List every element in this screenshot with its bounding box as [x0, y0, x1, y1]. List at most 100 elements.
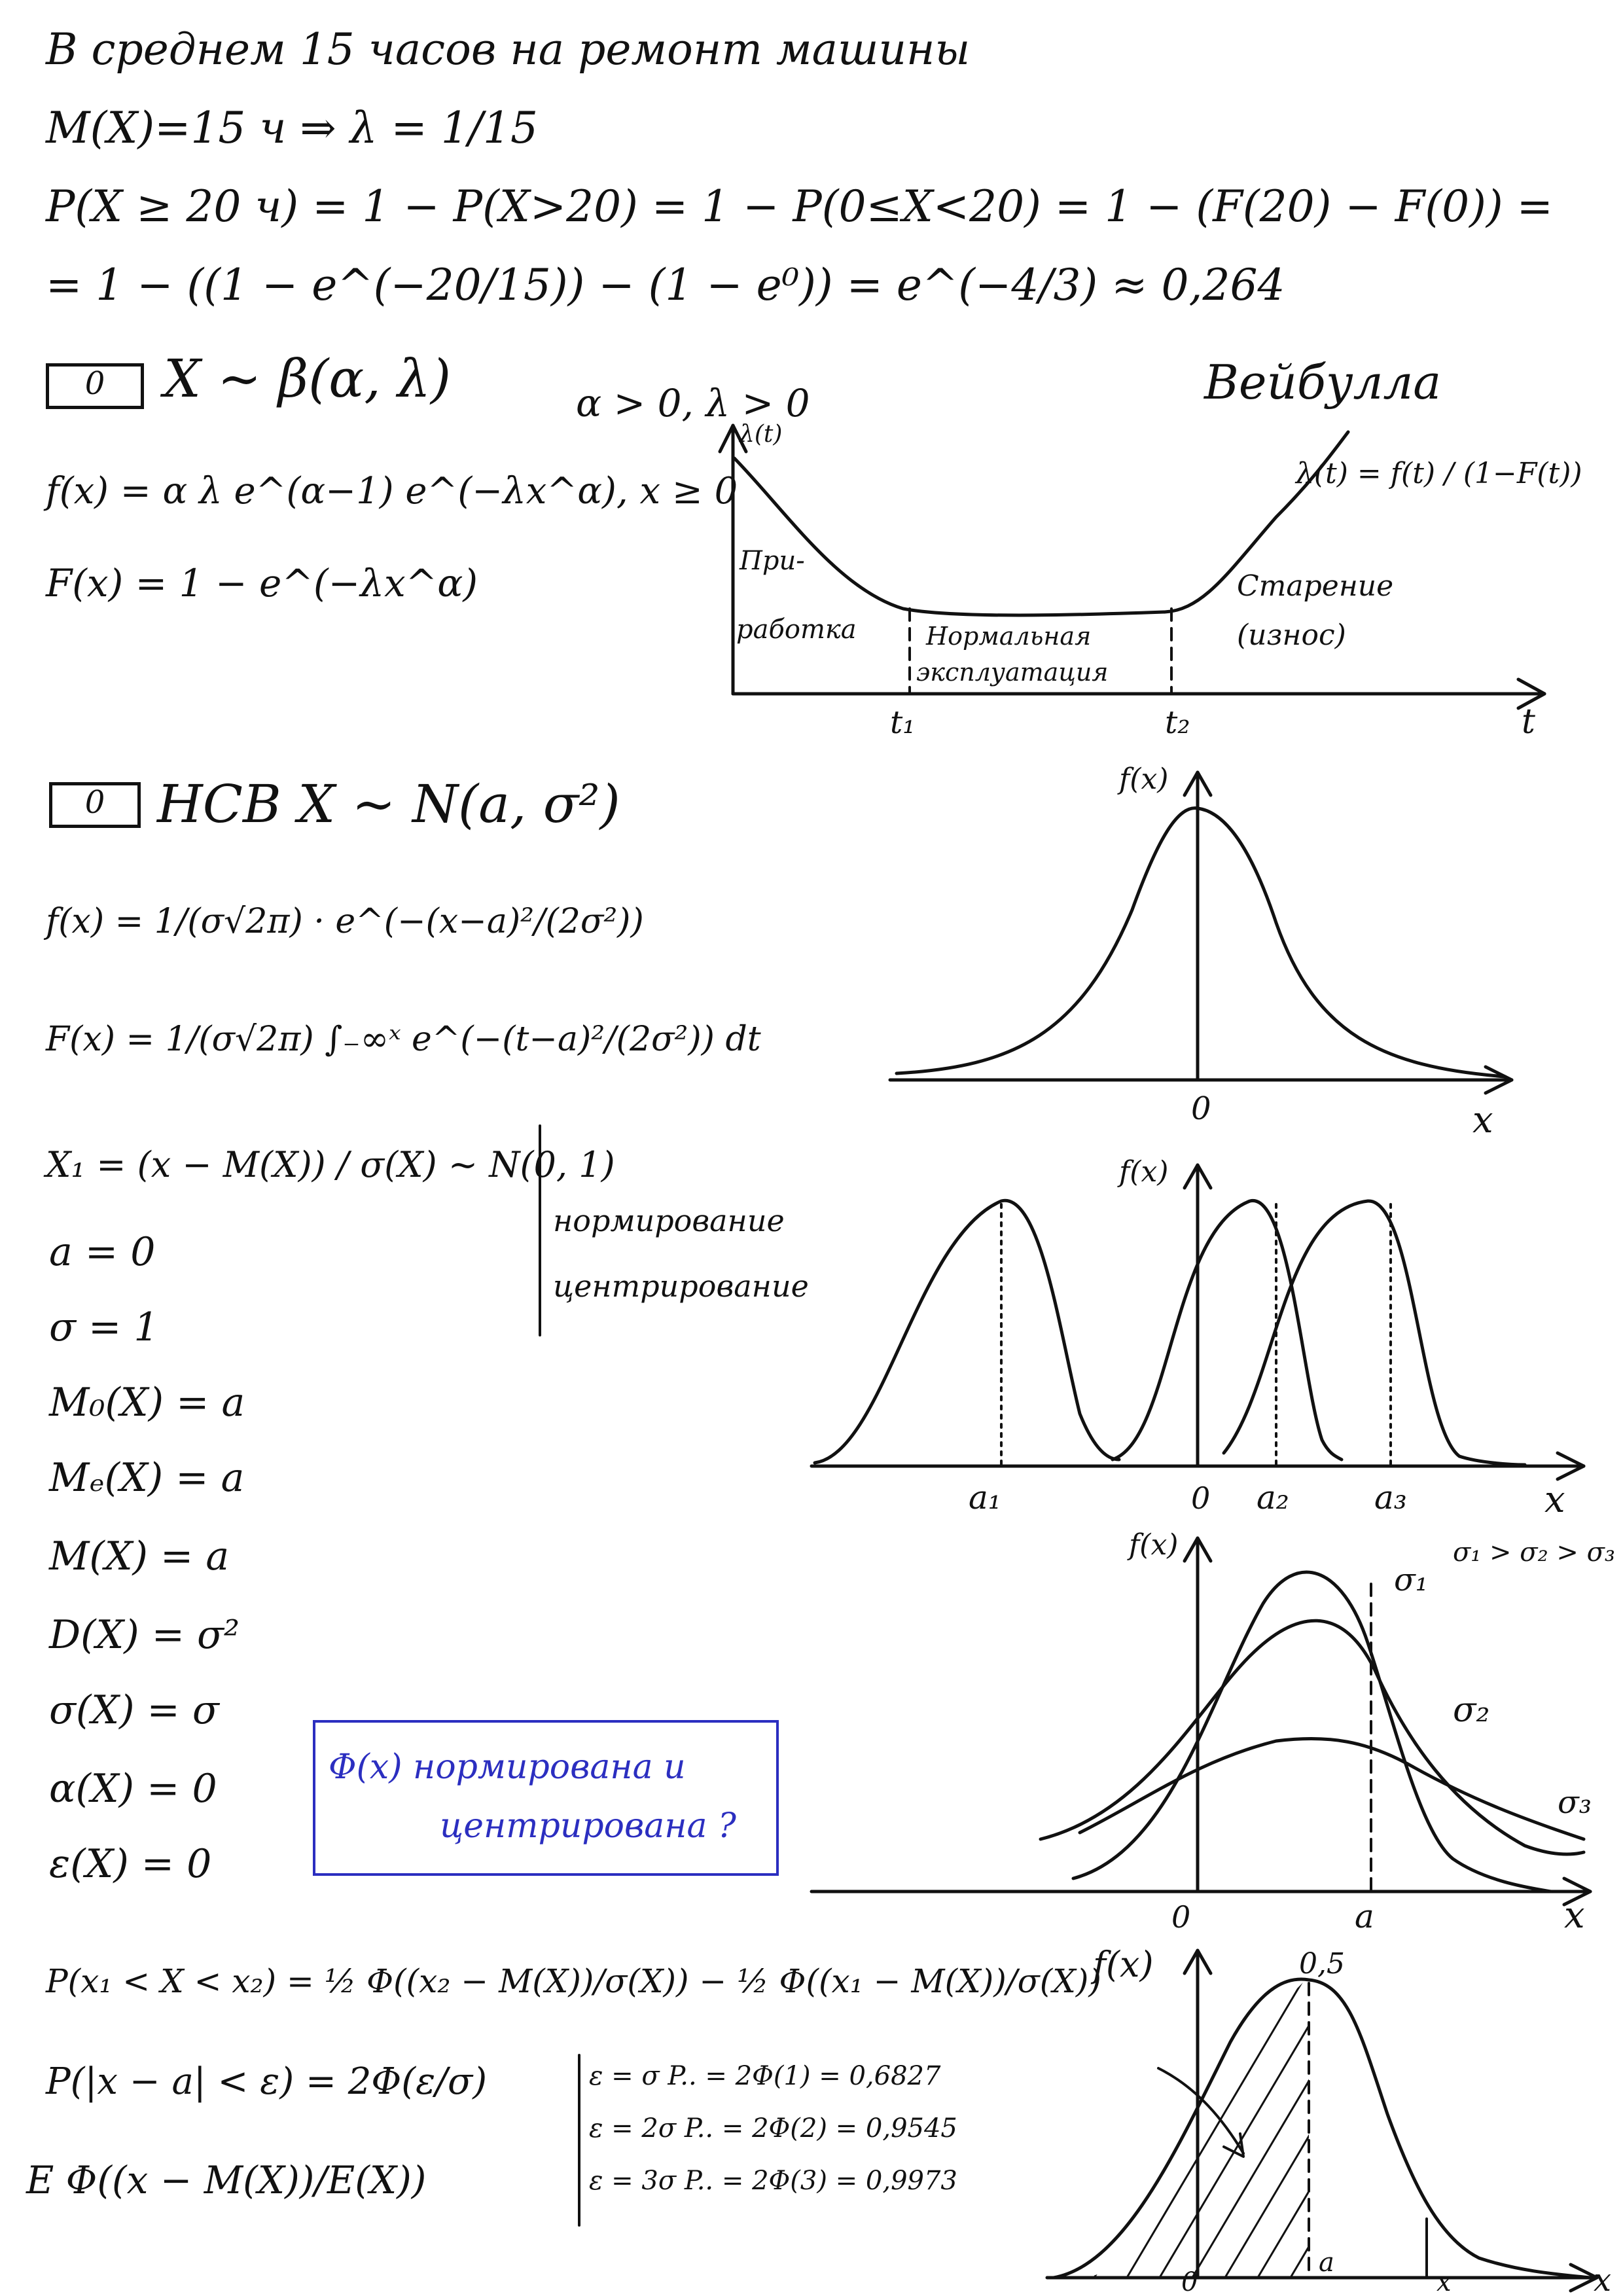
g3-a-label: a: [1355, 1897, 1374, 1935]
g4-y-arrow: [1183, 1948, 1213, 1975]
g2-bell-a2: [1111, 1199, 1344, 1462]
graph-sigmas: f(x) σ₁ > σ₂ > σ₃ σ₁ σ₂ σ₃ 0 a x: [810, 1528, 1615, 1937]
question-note-l1: Φ(x) нормирована и: [329, 1748, 686, 1787]
g3-y-arrow: [1183, 1536, 1213, 1563]
g3-curve-sigma2: [1039, 1619, 1586, 1856]
weibull-params: α > 0, λ > 0: [576, 381, 810, 425]
prob-standard: E Φ((x − M(X))/E(X)): [26, 2158, 427, 2202]
bathtub-graph: λ(t) t t₁ t₂ При- работка Нормальная экс…: [718, 421, 1546, 742]
g1-origin: 0: [1191, 1090, 1211, 1127]
g4-pointer-arrow: [1157, 2067, 1245, 2155]
rule-three-sigma: ε = 3σ P.. = 2Φ(3) = 0,9973: [589, 2166, 957, 2196]
weibull-name: Вейбулла: [1204, 355, 1442, 410]
rule-one-sigma: ε = σ P.. = 2Φ(1) = 0,6827: [589, 2061, 941, 2091]
bathtub-ylabel: λ(t): [738, 421, 782, 448]
prop-stddev: σ(X) = σ: [49, 1687, 219, 1733]
normal-standardize: X₁ = (x − M(X)) / σ(X) ~ N(0, 1): [46, 1144, 615, 1185]
bathtub-t1: t₁: [890, 704, 916, 741]
bathtub-region3-l1: Старение: [1237, 569, 1393, 603]
g4-peak: 0,5: [1299, 1947, 1345, 1981]
g4-x-tick-label: x: [1436, 2267, 1452, 2296]
top-line-4: = 1 − ((1 − e^(−20/15)) − (1 − e⁰)) = e^…: [46, 260, 1285, 310]
side-note-1: нормирование: [553, 1203, 785, 1238]
g3-sigma1: σ₁: [1394, 1562, 1428, 1598]
g4-bell-curve: [1052, 1977, 1592, 2280]
rule-two-sigma: ε = 2σ P.. = 2Φ(2) = 0,9545: [589, 2113, 957, 2144]
g3-sigma3: σ₃: [1558, 1784, 1592, 1821]
g3-curve-sigma3: [1078, 1736, 1586, 1841]
question-note: Φ(x) нормирована и центрирована ?: [313, 1720, 779, 1876]
prob-deviation: P(|x − a| < ε) = 2Φ(ε/σ): [46, 2060, 488, 2103]
g1-xlabel: x: [1472, 1099, 1493, 1141]
prop-median: Mₑ(X) = a: [49, 1455, 245, 1501]
normal-tag-box: 0: [49, 782, 141, 828]
prop-sigma: σ = 1: [49, 1304, 159, 1350]
g2-y-arrow: [1183, 1163, 1213, 1190]
g3-order: σ₁ > σ₂ > σ₃: [1453, 1537, 1615, 1568]
g3-sigma2: σ₂: [1453, 1691, 1489, 1730]
g2-x-arrow: [1556, 1451, 1586, 1481]
bathtub-region3-l2: (износ): [1237, 619, 1346, 652]
g2-ylabel: f(x): [1117, 1155, 1168, 1189]
g1-x-arrow: [1484, 1065, 1514, 1095]
bathtub-xlabel: t: [1522, 702, 1535, 742]
prop-mode: M₀(X) = a: [49, 1380, 245, 1426]
g3-xlabel: x: [1564, 1894, 1585, 1937]
g4-hatching: [1086, 1977, 1309, 2278]
g4-a-label: a: [1319, 2248, 1334, 2278]
bathtub-curve: [732, 430, 1350, 617]
weibull-pdf: f(x) = α λ e^(α−1) e^(−λx^α), x ≥ 0: [46, 470, 738, 512]
bathtub-region1-l2: работка: [736, 615, 857, 645]
g1-y-arrow: [1183, 770, 1213, 797]
bathtub-region1-l1: При-: [739, 546, 805, 576]
g2-a2-label: a₂: [1257, 1479, 1289, 1516]
graph-area: f(x) 0,5 0 a x x: [1045, 1944, 1611, 2296]
side-note-2: центрирование: [553, 1268, 809, 1304]
top-line-2: M(X)=15 ч ⇒ λ = 1/15: [46, 103, 538, 153]
g2-bell-a1: [813, 1198, 1121, 1465]
weibull-tag-box: 0: [46, 363, 144, 409]
g2-bell-a3: [1222, 1199, 1527, 1467]
g2-a3-label: a₃: [1374, 1479, 1407, 1516]
g3-ylabel: f(x): [1127, 1528, 1178, 1562]
question-note-l2: центрирована ?: [440, 1806, 736, 1846]
g4-xlabel: x: [1594, 2262, 1611, 2296]
g4-origin: 0: [1181, 2267, 1198, 2296]
normal-title: НСВ X ~ N(a, σ²): [157, 774, 620, 834]
weibull-title: X ~ β(α, λ): [164, 348, 452, 409]
normal-pdf: f(x) = 1/(σ√2π) · e^(−(x−a)²/(2σ²)): [46, 902, 644, 941]
g4-x-arrow: [1569, 2263, 1599, 2293]
bathtub-t2: t₂: [1165, 704, 1190, 741]
weibull-cdf: F(x) = 1 − e^(−λx^α): [46, 561, 478, 605]
g1-bell-curve: [895, 806, 1507, 1079]
prop-skewness: α(X) = 0: [49, 1766, 217, 1812]
g3-origin: 0: [1171, 1899, 1190, 1935]
prop-a: a = 0: [49, 1229, 156, 1275]
prop-mean: M(X) = a: [49, 1534, 230, 1579]
g2-xlabel: x: [1544, 1479, 1565, 1521]
bathtub-y-arrow: [718, 423, 748, 454]
g4-pointer-head: [1222, 2132, 1245, 2158]
prob-interval: P(x₁ < X < x₂) = ½ Φ((x₂ − M(X))/σ(X)) −…: [46, 1962, 1101, 2000]
normal-cdf: F(x) = 1/(σ√2π) ∫₋∞ˣ e^(−(t−a)²/(2σ²)) d…: [46, 1020, 761, 1059]
weibull-tag: 0: [84, 365, 105, 402]
side-divider: [539, 1124, 541, 1336]
top-line-1: В среднем 15 часов на ремонт машины: [46, 24, 971, 75]
g3-curve-sigma1: [1071, 1570, 1553, 1893]
rules-divider: [578, 2054, 580, 2227]
g2-a1-label: a₁: [969, 1479, 1001, 1516]
bathtub-region2-l2: эксплуатация: [916, 658, 1108, 687]
bathtub-region2-l1: Нормальная: [925, 622, 1091, 651]
g4-ylabel: f(x): [1090, 1944, 1154, 1985]
weibull-hazard: λ(t) = f(t) / (1−F(t)): [1296, 457, 1582, 490]
graph-bell: f(x) 0 x: [888, 762, 1514, 1141]
g1-ylabel: f(x): [1117, 762, 1168, 796]
g2-origin: 0: [1191, 1480, 1210, 1516]
bathtub-x-arrow: [1516, 677, 1546, 710]
graph-shifted: f(x) a₁ 0 a₂ a₃ x: [810, 1155, 1586, 1521]
normal-tag: 0: [84, 784, 105, 821]
prop-kurtosis: ε(X) = 0: [49, 1841, 212, 1887]
g3-x-arrow: [1562, 1876, 1592, 1907]
prop-variance: D(X) = σ²: [49, 1612, 240, 1658]
top-line-3: P(X ≥ 20 ч) = 1 − P(X>20) = 1 − P(0≤X<20…: [46, 181, 1553, 232]
